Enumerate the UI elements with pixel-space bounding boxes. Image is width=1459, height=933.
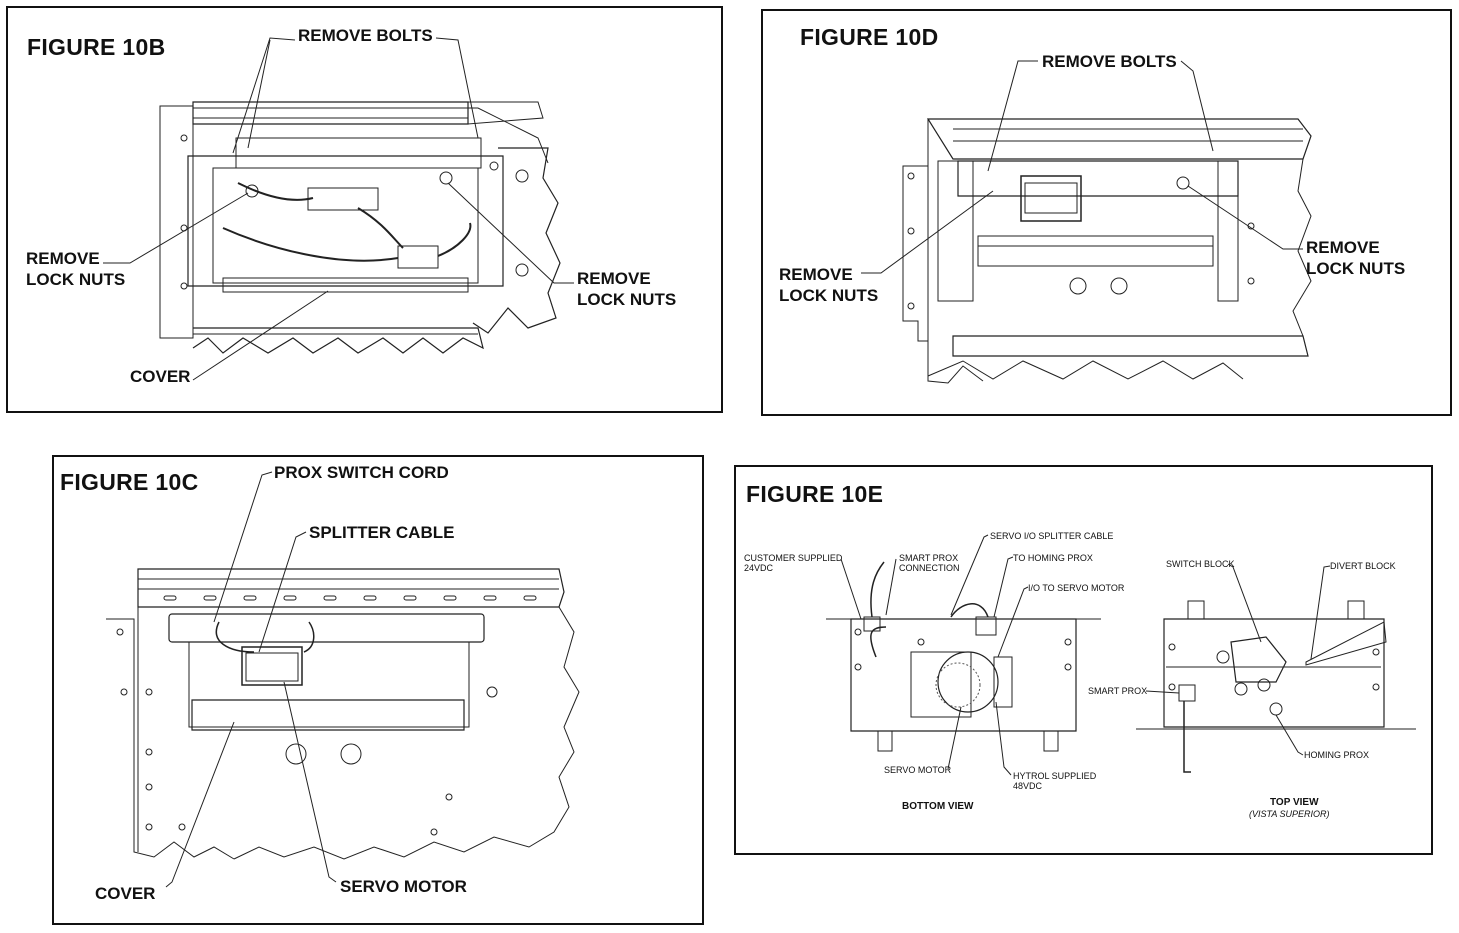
hytrol-supplied-label-line1: HYTROL SUPPLIED <box>1013 771 1097 781</box>
customer-supplied-label-line1: CUSTOMER SUPPLIED <box>744 553 843 563</box>
remove-lock-nuts-right-label-line1: REMOVE <box>577 269 651 288</box>
bottom-view-caption: BOTTOM VIEW <box>902 801 974 812</box>
figure-10d-drawing <box>763 11 1454 418</box>
figure-10d-title: FIGURE 10D <box>800 24 939 50</box>
remove-lock-nuts-right-label-line2: LOCK NUTS <box>577 290 677 309</box>
figure-10e-drawing <box>736 467 1435 857</box>
remove-lock-nuts-left-label-line2: LOCK NUTS <box>26 270 126 289</box>
remove-bolts-label: REMOVE BOLTS <box>298 26 433 45</box>
to-homing-prox-label: TO HOMING PROX <box>1013 553 1093 563</box>
io-to-servo-motor-label: I/O TO SERVO MOTOR <box>1028 583 1125 593</box>
remove-lock-nuts-left-label-line1: REMOVE <box>779 265 853 284</box>
customer-supplied-label-line2: 24VDC <box>744 563 774 573</box>
figure-10d-panel: FIGURE 10D REMOVE BOLTS REMOVE LOCK NUTS… <box>761 9 1452 416</box>
smart-prox-connection-label-line1: SMART PROX <box>899 553 959 563</box>
prox-switch-cord-label: PROX SWITCH CORD <box>274 463 449 482</box>
figure-10c-drawing <box>54 457 706 927</box>
vista-superior-caption: (VISTA SUPERIOR) <box>1249 809 1330 819</box>
figure-10b-title: FIGURE 10B <box>27 34 166 60</box>
servo-io-splitter-cable-label: SERVO I/O SPLITTER CABLE <box>990 531 1114 541</box>
figure-10c-panel: FIGURE 10C PROX SWITCH CORD SPLITTER CAB… <box>52 455 704 925</box>
remove-lock-nuts-right-label-line2: LOCK NUTS <box>1306 259 1406 278</box>
figure-10e-title: FIGURE 10E <box>746 481 884 507</box>
remove-lock-nuts-left-label-line2: LOCK NUTS <box>779 286 879 305</box>
figure-10c-title: FIGURE 10C <box>60 469 199 495</box>
smart-prox-connection-label-line2: CONNECTION <box>899 563 960 573</box>
switch-block-label: SWITCH BLOCK <box>1166 559 1235 569</box>
remove-lock-nuts-left-label-line1: REMOVE <box>26 249 100 268</box>
splitter-cable-label: SPLITTER CABLE <box>309 523 455 542</box>
cover-label: COVER <box>130 367 191 386</box>
homing-prox-label: HOMING PROX <box>1304 750 1370 760</box>
cover-label: COVER <box>95 884 156 903</box>
remove-lock-nuts-right-label-line1: REMOVE <box>1306 238 1380 257</box>
servo-motor-label: SERVO MOTOR <box>340 877 467 896</box>
figure-10b-panel: FIGURE 10B REMOVE BOLTS REMOVE LOCK NUTS… <box>6 6 723 413</box>
smart-prox-label: SMART PROX <box>1088 686 1148 696</box>
servo-motor-label: SERVO MOTOR <box>884 765 952 775</box>
figure-10b-drawing <box>8 8 725 415</box>
top-view-caption: TOP VIEW <box>1270 797 1319 808</box>
figure-10e-panel: FIGURE 10E CUSTOMER SUPPLIED 24VDC SMART… <box>734 465 1433 855</box>
divert-block-label: DIVERT BLOCK <box>1330 561 1396 571</box>
hytrol-supplied-label-line2: 48VDC <box>1013 781 1043 791</box>
remove-bolts-label: REMOVE BOLTS <box>1042 52 1177 71</box>
